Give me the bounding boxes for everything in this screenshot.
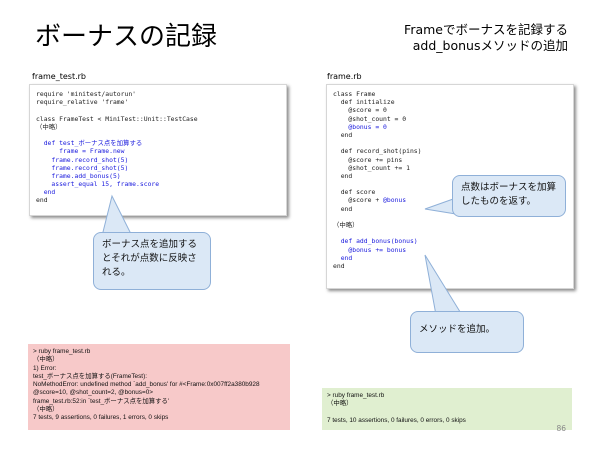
output-line: @score=10, @shot_count=2, @bonus=0>	[33, 389, 154, 397]
code-line: end	[333, 130, 353, 139]
left-callout-line-3: れる。	[102, 267, 131, 278]
code-line: @bonus += bonus	[333, 245, 407, 254]
code-line: @score + @bonus	[333, 196, 567, 204]
code-line: （中略）	[36, 122, 62, 131]
code-line: def test_ボーナス点を加算する	[36, 139, 143, 148]
code-line: frame.record_shot(5)	[36, 163, 129, 172]
code-line: @score += pins	[333, 155, 403, 164]
code-line: @shot_count += 1	[333, 163, 410, 172]
code-line: end	[36, 188, 56, 197]
code-line	[333, 229, 567, 237]
left-callout-line-1: ボーナス点を追加する	[102, 239, 198, 250]
right-bottom-callout-line-1: メソッドを追加。	[419, 324, 496, 335]
code-line: assert_equal 15, frame.score	[36, 180, 160, 189]
left-file-label: frame_test.rb	[32, 72, 86, 81]
test-output-success: > ruby frame_test.rb（中略） 7 tests, 10 asse…	[322, 388, 572, 430]
code-highlight: @bonus	[383, 196, 407, 205]
code-line	[36, 106, 280, 114]
code-line: frame.add_bonus(5)	[36, 171, 121, 180]
output-line: 7 tests, 9 assertions, 0 failures, 1 err…	[33, 414, 169, 422]
code-line: @bonus = 0	[333, 122, 387, 131]
slide-title: ボーナスの記録	[35, 22, 218, 52]
code-line: @shot_count = 0	[333, 114, 407, 123]
subtitle-line-2: add_bonusメソッドの追加	[412, 38, 568, 53]
code-line: end	[36, 196, 48, 205]
test-output-failure: > ruby frame_test.rb（中略） 1) Error:test_ボ…	[28, 344, 290, 430]
output-line: （中略）	[327, 400, 353, 408]
code-line: end	[333, 204, 353, 213]
output-line: test_ボーナス点を加算する(FrameTest):	[33, 372, 147, 380]
code-line: end	[333, 171, 353, 180]
page-number: 86	[556, 424, 566, 433]
code-line: end	[333, 261, 345, 270]
left-callout-line-2: とそれが点数に反映さ	[102, 253, 197, 264]
code-line: def record_shot(pins)	[333, 147, 422, 156]
left-callout: ボーナス点を追加する とそれが点数に反映さ れる。	[93, 232, 211, 290]
code-line: class Frame	[333, 90, 376, 98]
output-line: 7 tests, 10 assertions, 0 failures, 0 er…	[327, 416, 466, 424]
code-line: （中略）	[333, 221, 359, 229]
output-line: > ruby frame_test.rb	[33, 348, 91, 355]
output-line: > ruby frame_test.rb	[327, 392, 385, 399]
right-top-callout-line-2: したものを返す。	[461, 196, 537, 207]
output-line: frame_test.rb:52:in `test_ボーナス点を加算する'	[33, 397, 170, 405]
code-line: def initialize	[333, 98, 395, 107]
output-line: 1) Error:	[33, 364, 57, 372]
right-file-label: frame.rb	[327, 72, 362, 81]
code-line: def score	[333, 188, 376, 197]
code-line: require 'minitest/autorun'	[36, 90, 137, 98]
right-top-callout: 点数はボーナスを加算 したものを返す。	[452, 175, 566, 217]
output-line	[327, 409, 567, 417]
code-line: require_relative 'frame'	[36, 98, 129, 107]
output-line: NoMethodError: undefined method `add_bon…	[33, 381, 260, 389]
code-line: def add_bonus(bonus)	[333, 237, 418, 246]
code-line	[36, 131, 280, 139]
output-line: （中略）	[33, 406, 59, 414]
slide-subtitle: Frameでボーナスを記録する add_bonusメソッドの追加	[404, 22, 568, 54]
code-text: @score +	[333, 196, 384, 205]
left-code-block: require 'minitest/autorun'require_relati…	[29, 84, 287, 216]
code-line: frame = Frame.new	[36, 147, 125, 156]
code-line: @score = 0	[333, 106, 387, 115]
output-line: （中略）	[33, 356, 59, 364]
right-bottom-callout: メソッドを追加。	[410, 311, 524, 353]
code-line: end	[333, 253, 353, 262]
subtitle-line-1: Frameでボーナスを記録する	[404, 22, 568, 37]
code-line	[333, 139, 567, 147]
code-line: frame.record_shot(5)	[36, 155, 129, 164]
code-line: class FrameTest < MiniTest::Unit::TestCa…	[36, 114, 198, 123]
right-top-callout-line-1: 点数はボーナスを加算	[461, 182, 557, 193]
